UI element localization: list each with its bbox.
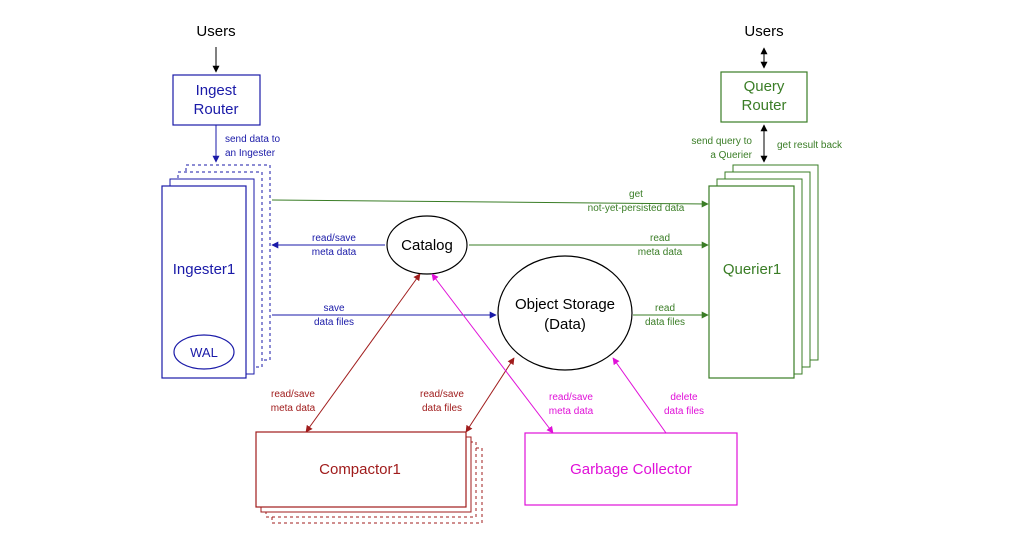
garbage-collector-node [524, 432, 738, 506]
compactor-catalog-label-line1: read/save [271, 389, 315, 400]
querier-stack [708, 164, 819, 379]
query-router-label-line2: Router [741, 97, 786, 114]
query-router-node: Query Router [720, 71, 808, 123]
wal-label: WAL [190, 345, 218, 360]
compactor-catalog-label-line2: meta data [271, 403, 316, 414]
compactor-storage-label-line1: read/save [420, 389, 464, 400]
ingester-storage-label-line1: save [323, 303, 345, 314]
garbage-collector-label: Garbage Collector [570, 461, 692, 478]
get-unpersisted-label-line1: get [629, 189, 643, 200]
send-query-label-line2: a Querier [710, 150, 752, 161]
catalog-querier-label-line2: meta data [638, 247, 683, 258]
ingest-router-node: Ingest Router [172, 74, 261, 126]
catalog-node [386, 215, 468, 275]
catalog-querier-label-line1: read [650, 233, 670, 244]
send-data-label-line1: send data to [225, 134, 280, 145]
ingester-label: Ingester1 [173, 261, 236, 278]
compactor-catalog-arrow [305, 273, 421, 433]
compactor-label: Compactor1 [319, 461, 401, 478]
compactor-stack [255, 431, 483, 524]
object-storage-node [497, 255, 633, 371]
querier-label: Querier1 [723, 261, 781, 278]
compactor-storage-arrow [465, 357, 515, 433]
gc-catalog-label-line2: meta data [549, 406, 594, 417]
ingester-storage-label-line2: data files [314, 317, 354, 328]
send-query-label-line1: send query to [691, 136, 752, 147]
gc-catalog-arrow [431, 273, 554, 434]
ingester-catalog-label-line1: read/save [312, 233, 356, 244]
storage-querier-label-line1: read [655, 303, 675, 314]
users-right-label: Users [744, 23, 783, 40]
gc-catalog-label-line1: read/save [549, 392, 593, 403]
object-storage-label-line2: (Data) [544, 316, 586, 333]
send-data-label-line2: an Ingester [225, 148, 276, 159]
storage-querier-label-line2: data files [645, 317, 685, 328]
ingest-router-label-line1: Ingest [196, 82, 238, 99]
get-unpersisted-label-line2: not-yet-persisted data [588, 203, 685, 214]
gc-storage-arrow [612, 357, 667, 434]
users-left-label: Users [196, 23, 235, 40]
get-result-label: get result back [777, 140, 843, 151]
catalog-label: Catalog [401, 237, 453, 254]
wal-node [173, 334, 235, 370]
get-unpersisted-arrow [271, 199, 709, 208]
ingest-router-label-line2: Router [193, 101, 238, 118]
compactor-storage-label-line2: data files [422, 403, 462, 414]
ingester-catalog-label-line2: meta data [312, 247, 357, 258]
gc-storage-label-line2: data files [664, 406, 704, 417]
gc-storage-label-line1: delete [670, 392, 698, 403]
object-storage-label-line1: Object Storage [515, 296, 615, 313]
query-router-label-line1: Query [744, 78, 785, 95]
